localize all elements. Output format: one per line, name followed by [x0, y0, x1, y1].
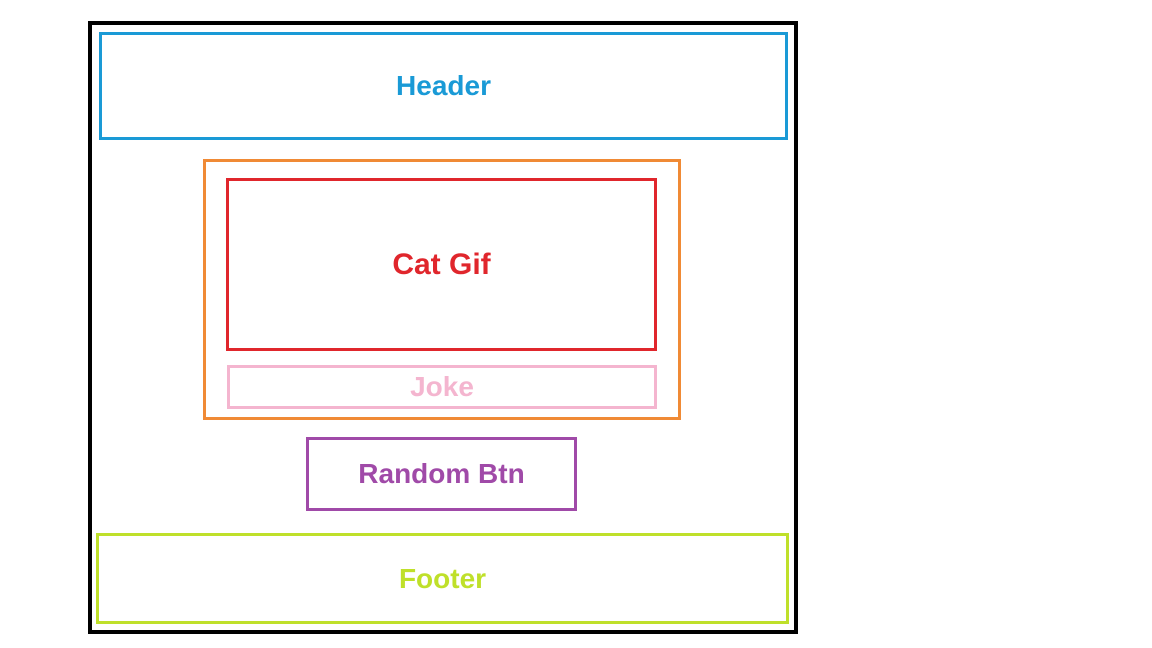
footer-box: Footer	[96, 533, 789, 624]
cat-gif-label: Cat Gif	[392, 247, 491, 281]
joke-label: Joke	[410, 371, 474, 402]
header-box: Header	[99, 32, 788, 140]
footer-label: Footer	[398, 562, 487, 594]
content-card-box	[203, 159, 681, 420]
page-frame	[88, 21, 798, 634]
random-button-box: Random Btn	[306, 437, 577, 511]
header-label: Header	[396, 70, 491, 101]
cat-gif-box: Cat Gif	[226, 178, 657, 351]
joke-box: Joke	[227, 365, 657, 409]
random-button-label: Random Btn	[358, 458, 525, 489]
